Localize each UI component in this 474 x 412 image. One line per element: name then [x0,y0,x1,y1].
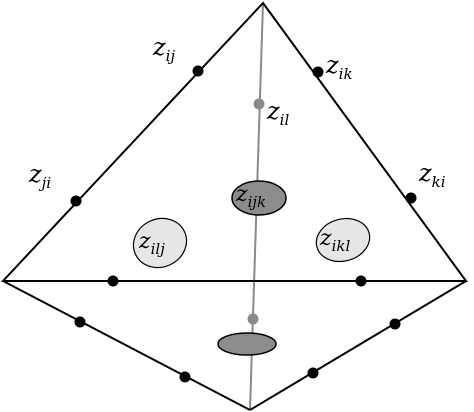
edge-dot-lower-right-1 [389,318,401,330]
label-zijk: zijk [235,182,266,211]
face-ellipse-zijk [231,180,287,216]
label-zilj: zilj [138,229,165,258]
hidden-dot-zil [253,98,265,110]
edge-dot-lower-right-2 [307,367,319,379]
edge-dot-base-left [107,275,119,287]
label-zik: zik [325,51,353,83]
face-ellipse-zilj [132,217,188,269]
edge-dot-zji [70,195,82,207]
label-zji: zji [28,160,51,192]
face-ellipse-bottom [217,332,277,356]
edge-dot-lower-left-1 [74,316,86,328]
edge-dot-zij [192,65,204,77]
lower-left-edge [2,280,251,411]
label-zikl: zikl [319,226,350,255]
front-face-triangle [0,1,468,282]
hidden-dot-lower [247,313,259,325]
edge-dot-lower-left-2 [179,371,191,383]
label-zij: zij [152,33,175,65]
face-ellipse-zikl [315,217,371,263]
edge-dot-base-right [355,275,367,287]
edge-dot-zki [405,192,417,204]
label-zil: zil [266,97,289,129]
edge-dot-zik [312,66,324,78]
label-zki: zki [418,159,446,191]
lower-right-edge [249,280,467,411]
